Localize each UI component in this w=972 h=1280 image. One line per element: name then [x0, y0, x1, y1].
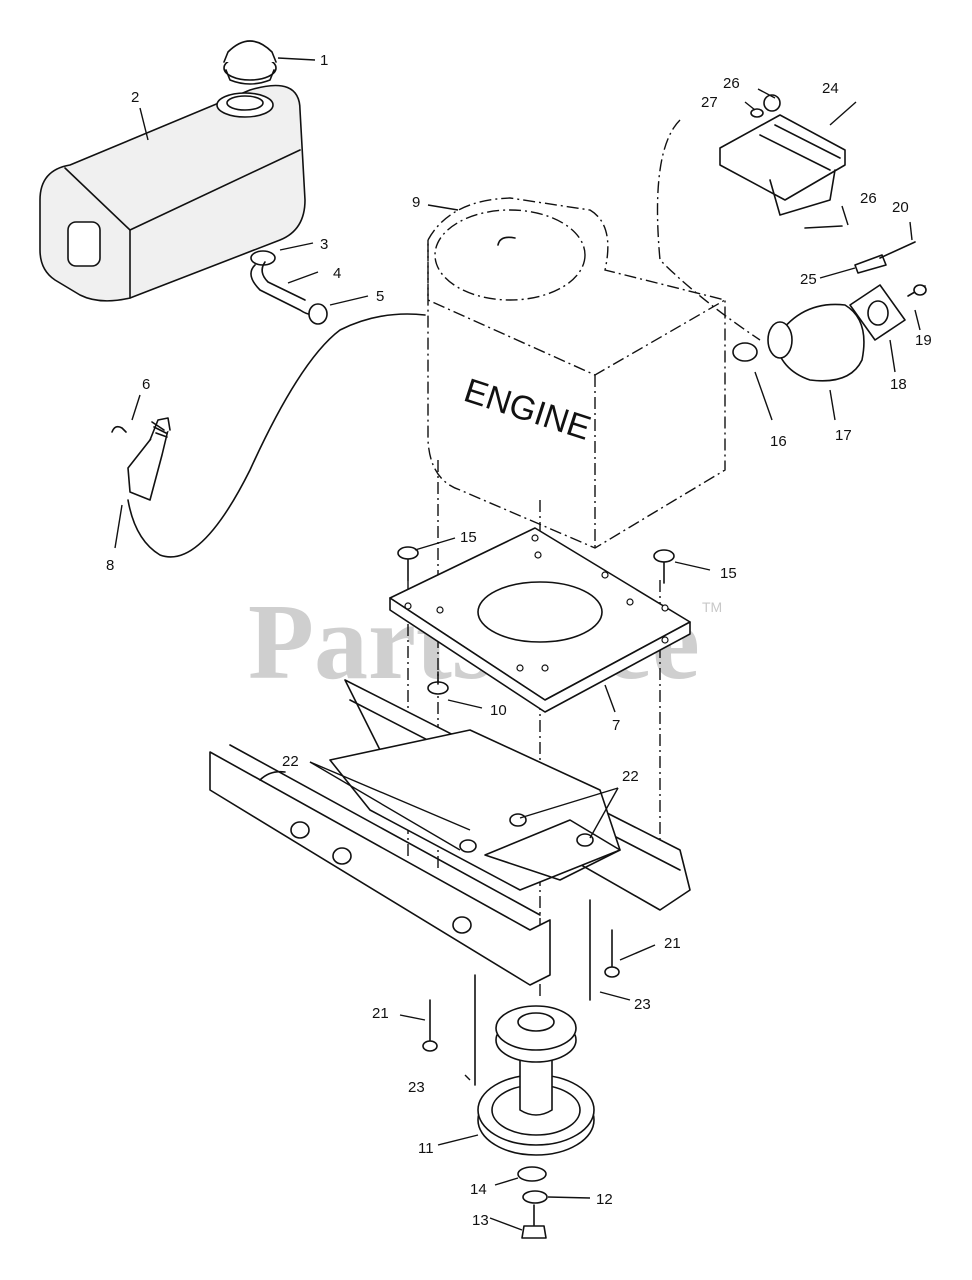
callout-6: 6 — [142, 376, 150, 393]
fuel-tank — [39, 84, 306, 302]
engine-mount-plate — [389, 527, 691, 713]
callout-21a: 21 — [664, 935, 681, 952]
callout-15a: 15 — [460, 529, 477, 546]
callout-22b: 22 — [622, 768, 639, 785]
callout-5: 5 — [376, 288, 384, 305]
callout-10: 10 — [490, 702, 507, 719]
frame-rails — [209, 679, 691, 986]
callout-24: 24 — [822, 80, 839, 97]
callout-8: 8 — [106, 557, 114, 574]
callout-2: 2 — [131, 89, 139, 106]
throttle-control — [111, 313, 426, 558]
callout-17: 17 — [835, 427, 852, 444]
callout-7: 7 — [612, 717, 620, 734]
callout-19: 19 — [915, 332, 932, 349]
callout-26a: 26 — [723, 75, 740, 92]
muffler-assembly — [732, 241, 927, 382]
pulley-hardware — [517, 1166, 548, 1239]
leader-lines — [114, 57, 921, 1231]
pulley — [477, 1005, 595, 1156]
callout-14: 14 — [470, 1181, 487, 1198]
callout-1: 1 — [320, 52, 328, 69]
mount-bolts — [397, 546, 675, 584]
callout-23b: 23 — [408, 1079, 425, 1096]
muffler-shield — [719, 94, 846, 229]
callout-18: 18 — [890, 376, 907, 393]
callout-16: 16 — [770, 433, 787, 450]
plate-bolt — [427, 671, 449, 695]
callout-12: 12 — [596, 1191, 613, 1208]
fuel-line-assembly — [250, 250, 328, 325]
callout-22a: 22 — [282, 753, 299, 770]
callout-26b: 26 — [860, 190, 877, 207]
callout-13: 13 — [472, 1212, 489, 1229]
callout-4: 4 — [333, 265, 341, 282]
fuel-cap — [223, 40, 277, 85]
callout-3: 3 — [320, 236, 328, 253]
engine-block: ENGINE — [427, 197, 726, 549]
callout-25: 25 — [800, 271, 817, 288]
callout-21b: 21 — [372, 1005, 389, 1022]
callout-11: 11 — [418, 1140, 434, 1157]
engine-label: ENGINE — [460, 371, 596, 447]
callout-27: 27 — [701, 94, 718, 111]
watermark-trademark: TM — [702, 599, 722, 615]
callout-23a: 23 — [634, 996, 651, 1013]
callout-9: 9 — [412, 194, 420, 211]
callout-20: 20 — [892, 199, 909, 216]
callouts: 1 2 3 4 5 6 7 8 9 10 11 12 13 14 15 15 1… — [106, 52, 932, 1229]
callout-15b: 15 — [720, 565, 737, 582]
studs — [422, 899, 620, 1086]
